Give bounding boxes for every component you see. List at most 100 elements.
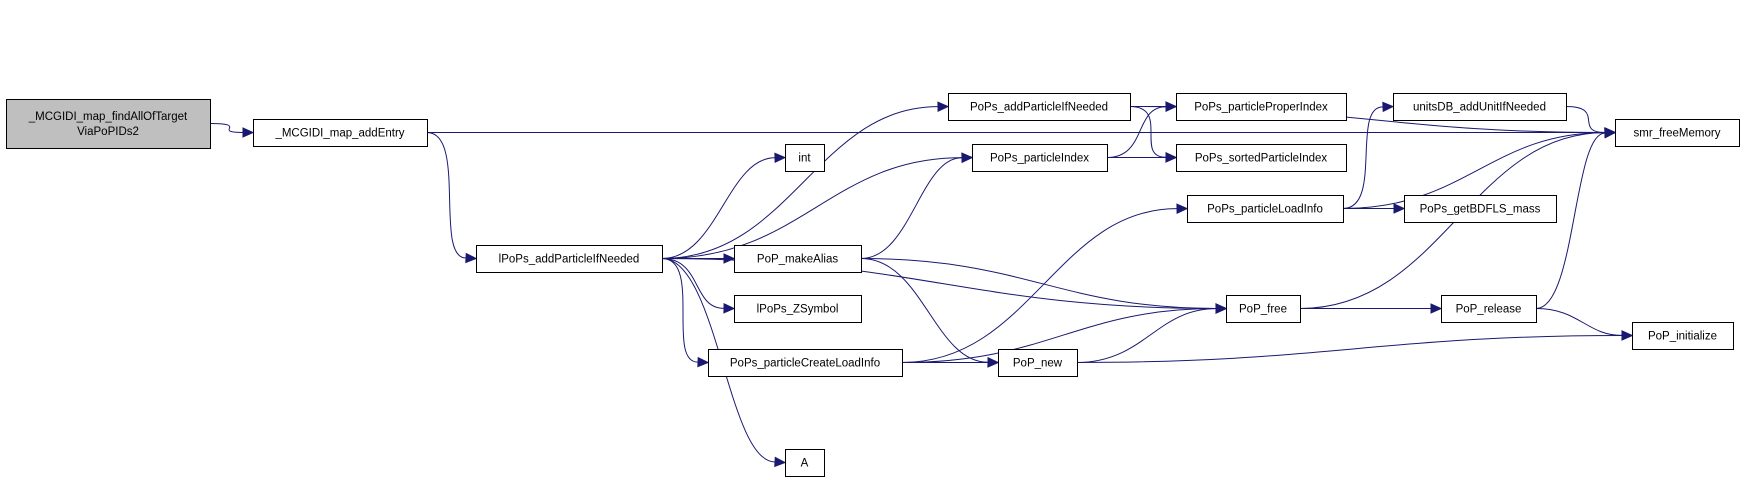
edge-arrowhead — [1430, 303, 1443, 314]
node-BDFLS[interactable]: PoPs_getBDFLS_mass — [1404, 195, 1557, 223]
edge-addEntry-to-smr — [427, 127, 1617, 138]
node-label: PoPs_particleCreateLoadInfo — [730, 358, 880, 370]
edge-line — [661, 258, 699, 363]
edge-line — [1565, 106, 1606, 133]
edge-line — [1342, 106, 1384, 209]
edge-line — [661, 106, 939, 259]
node-box — [948, 93, 1131, 121]
node-box — [1393, 93, 1567, 121]
edge-line — [1535, 132, 1606, 309]
node-lPoPs_add[interactable]: lPoPs_addParticleIfNeeded — [476, 245, 663, 273]
node-label: _MCGIDI_map_addEntry — [274, 128, 404, 140]
node-box — [253, 119, 428, 147]
node-label: PoP_makeAlias — [757, 254, 838, 266]
edge-line — [1342, 132, 1606, 209]
node-label: smr_freeMemory — [1634, 128, 1721, 140]
edge-lPoPs_add-to-PoPs_add — [661, 101, 950, 259]
edge-makeAlias-to-PoPs_index — [860, 152, 974, 259]
node-initialize[interactable]: PoP_initialize — [1632, 322, 1734, 350]
edge-lPoPs_add-to-int — [661, 152, 787, 259]
edge-arrowhead — [937, 101, 950, 112]
edge-line — [1106, 106, 1167, 158]
node-release[interactable]: PoP_release — [1441, 295, 1537, 323]
node-box — [1632, 322, 1734, 350]
node-label: PoPs_getBDFLS_mass — [1420, 204, 1541, 216]
node-box — [998, 349, 1078, 377]
node-label: PoP_release — [1456, 304, 1522, 316]
node-unitsDB[interactable]: unitsDB_addUnitIfNeeded — [1393, 93, 1567, 121]
node-box — [1187, 195, 1344, 223]
node-makeAlias[interactable]: PoP_makeAlias — [734, 245, 862, 273]
edge-line — [901, 208, 1178, 363]
node-box — [1441, 295, 1537, 323]
edge-line — [1129, 106, 1167, 158]
edge-PoPs_add-to-sortedIndex — [1129, 106, 1178, 163]
node-label: PoP_free — [1239, 304, 1287, 316]
edge-loadInfo-to-unitsDB — [1342, 101, 1395, 209]
edge-lPoPs_add-to-createLoad — [661, 258, 710, 368]
node-box — [6, 99, 211, 149]
edge-arrowhead — [1382, 101, 1395, 113]
node-box — [1404, 195, 1557, 223]
edge-arrowhead — [697, 356, 710, 368]
edge-PoPs_index-to-properIndex — [1106, 101, 1178, 158]
node-PoPs_add[interactable]: PoPs_addParticleIfNeeded — [948, 93, 1131, 121]
edge-line — [860, 157, 963, 259]
edge-new-to-initialize — [1076, 330, 1634, 363]
node-sortedIndex[interactable]: PoPs_sortedParticleIndex — [1176, 144, 1347, 172]
edge-line — [661, 258, 725, 309]
edge-arrowhead — [1604, 127, 1617, 139]
edge-line — [661, 157, 963, 259]
node-label: PoPs_particleLoadInfo — [1207, 204, 1323, 216]
edge-arrowhead — [723, 253, 736, 264]
node-label: PoP_initialize — [1648, 331, 1717, 343]
node-properIndex[interactable]: PoPs_particleProperIndex — [1176, 93, 1347, 121]
node-int[interactable]: int — [785, 144, 825, 172]
node-label: lPoPs_addParticleIfNeeded — [499, 254, 640, 266]
edge-release-to-initialize — [1535, 308, 1634, 341]
node-box — [1226, 295, 1301, 323]
edge-new-to-free — [1076, 303, 1228, 363]
edge-arrowhead — [774, 152, 787, 164]
node-box — [785, 144, 825, 172]
node-label: ViaPoPIDs2 — [77, 126, 139, 138]
edge-release-to-smr — [1535, 127, 1617, 309]
node-addEntry[interactable]: _MCGIDI_map_addEntry — [253, 119, 428, 147]
node-box — [734, 245, 862, 273]
node-box — [1176, 144, 1347, 172]
node-createLoad[interactable]: PoPs_particleCreateLoadInfo — [708, 349, 903, 377]
edge-line — [1076, 308, 1217, 363]
node-A[interactable]: A — [785, 449, 825, 477]
edge-lPoPs_add-to-ZSymbol — [661, 258, 736, 314]
edge-line — [426, 132, 467, 259]
edge-arrowhead — [1393, 203, 1406, 214]
node-ZSymbol[interactable]: lPoPs_ZSymbol — [734, 295, 862, 323]
edge-arrowhead — [961, 152, 974, 164]
node-label: PoPs_particleProperIndex — [1194, 102, 1328, 114]
node-label: lPoPs_ZSymbol — [757, 304, 839, 316]
node-label: PoP_new — [1013, 358, 1063, 370]
node-free[interactable]: PoP_free — [1226, 295, 1301, 323]
edge-addEntry-to-lPoPs_add — [426, 132, 478, 264]
node-box — [708, 349, 903, 377]
node-label: PoPs_addParticleIfNeeded — [970, 102, 1108, 114]
edge-arrowhead — [1215, 303, 1228, 314]
edge-free-to-release — [1300, 303, 1443, 314]
edge-arrowhead — [987, 357, 1000, 368]
node-PoPs_index[interactable]: PoPs_particleIndex — [972, 144, 1108, 172]
node-smr[interactable]: smr_freeMemory — [1615, 119, 1740, 147]
node-loadInfo[interactable]: PoPs_particleLoadInfo — [1187, 195, 1344, 223]
node-new[interactable]: PoP_new — [998, 349, 1078, 377]
edge-arrowhead — [1165, 152, 1178, 163]
edge-layer — [209, 101, 1634, 468]
node-box — [1176, 93, 1347, 121]
node-label: int — [798, 153, 811, 165]
edge-line — [1076, 335, 1623, 363]
edge-makeAlias-to-free — [860, 258, 1228, 314]
edge-PoPs_index-to-sortedIndex — [1107, 152, 1178, 163]
edge-line — [860, 258, 1217, 309]
edge-arrowhead — [465, 252, 478, 264]
edge-line — [901, 308, 1217, 363]
